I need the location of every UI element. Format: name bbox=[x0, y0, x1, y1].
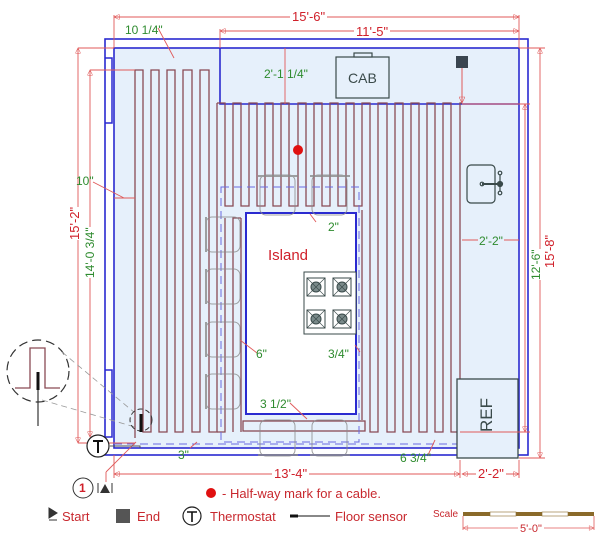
dim-left-offset: 10 1/4" bbox=[125, 23, 163, 37]
dim-cable-height-left: 14'-0 3/4" bbox=[83, 227, 97, 278]
end-marker bbox=[456, 56, 468, 103]
dim-right-aisle: 2'-2" bbox=[478, 234, 504, 248]
legend-floor-sensor: Floor sensor bbox=[335, 509, 408, 524]
island-label: Island bbox=[268, 247, 309, 264]
halfway-mark-dot bbox=[293, 145, 303, 155]
sink bbox=[466, 164, 504, 204]
dim-overall-width: 15'-6" bbox=[290, 9, 328, 24]
cabinet bbox=[335, 52, 390, 99]
heating-cable bbox=[134, 69, 462, 438]
dim-ref-width: 2'-2" bbox=[476, 466, 506, 481]
scale-label: Scale bbox=[433, 509, 459, 520]
scale-value: 5'-0" bbox=[518, 523, 544, 535]
legend-symbols bbox=[48, 488, 330, 526]
cabinet-label: CAB bbox=[348, 70, 377, 86]
stools bbox=[205, 174, 350, 457]
refrigerator bbox=[456, 378, 519, 459]
dim-overall-height-left: 15'-2" bbox=[67, 206, 82, 240]
floor-sensor-detail bbox=[6, 339, 153, 432]
dim-island-left-gap: 6" bbox=[256, 347, 267, 361]
start-marker bbox=[72, 477, 113, 499]
dim-island-right-gap: 3/4" bbox=[328, 347, 349, 361]
island-clearance bbox=[114, 186, 460, 445]
refrigerator-label: REF bbox=[477, 398, 496, 432]
cooktop bbox=[303, 271, 357, 335]
legend-start: Start bbox=[62, 509, 90, 524]
legend-end: End bbox=[137, 509, 161, 524]
legend-halfway: - Half-way mark for a cable. bbox=[222, 486, 381, 501]
dim-bottom-width: 13'-4" bbox=[272, 466, 310, 481]
thermostat-symbol bbox=[86, 434, 141, 458]
dim-right-height-inner: 12'-6" bbox=[529, 249, 543, 280]
dim-cab-depth: 2'-1 1/4" bbox=[264, 67, 308, 81]
dim-left-margin: 10" bbox=[76, 174, 94, 188]
dim-bottom-gap: 3" bbox=[178, 448, 189, 462]
marker-number: 1 bbox=[79, 481, 86, 495]
island bbox=[245, 212, 357, 415]
legend-thermostat: Thermostat bbox=[210, 509, 276, 524]
dim-overall-height-right: 15'-8" bbox=[542, 234, 557, 268]
dim-island-top-gap: 2" bbox=[328, 220, 339, 234]
scale-bar bbox=[463, 511, 594, 530]
dim-bottom-right-gap: 6 3/4" bbox=[400, 451, 431, 465]
dim-island-bottom-gap: 3 1/2" bbox=[260, 397, 291, 411]
dim-upper-width: 11'-5" bbox=[354, 24, 391, 39]
